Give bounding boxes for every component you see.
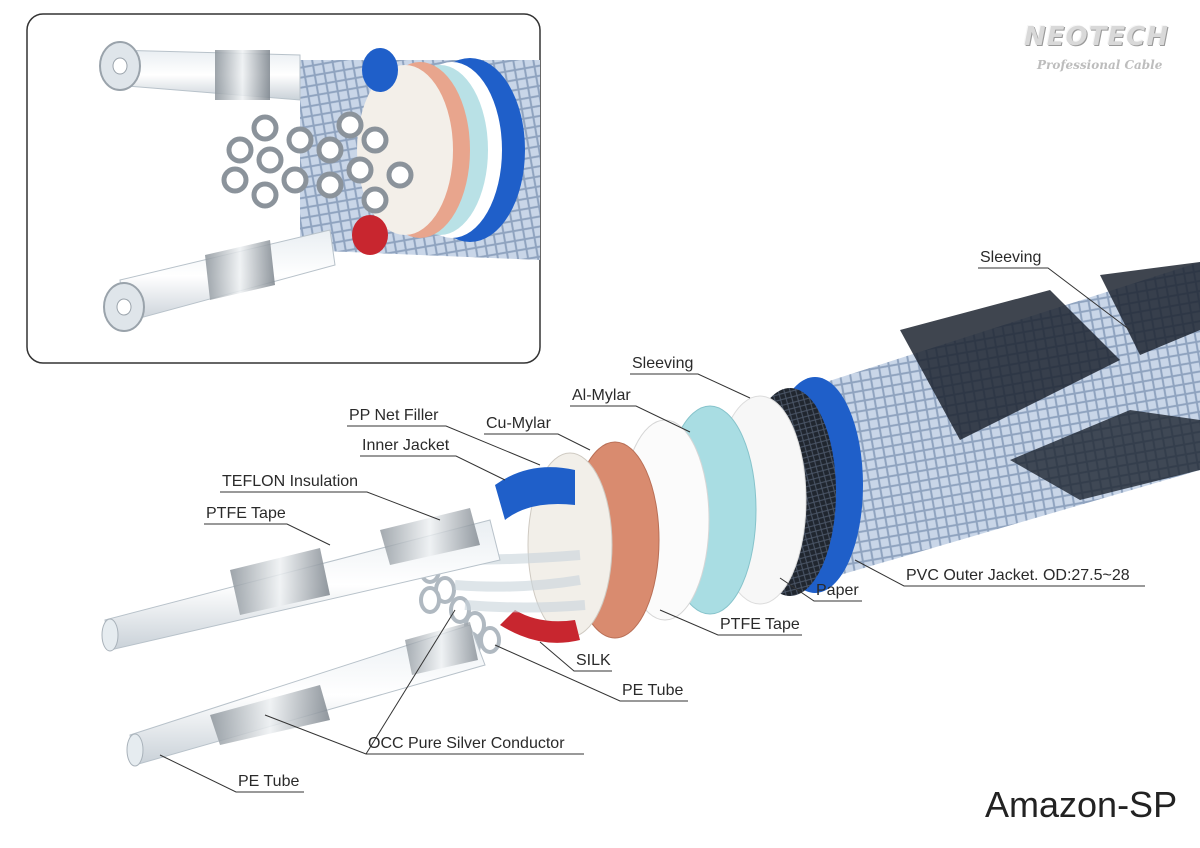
label-al-mylar: Al-Mylar <box>572 387 631 404</box>
callout-cu-mylar: Cu-Mylar <box>484 415 591 451</box>
label-pvc-outer-jacket: PVC Outer Jacket. OD:27.5~28 <box>906 567 1130 584</box>
label-cu-mylar: Cu-Mylar <box>486 415 552 432</box>
silk-red <box>500 610 580 643</box>
label-ptfe-tape-right: PTFE Tape <box>720 616 800 633</box>
callout-al-mylar: Al-Mylar <box>570 387 691 433</box>
label-pp-net-filler: PP Net Filler <box>349 407 439 424</box>
product-name: Amazon-SP <box>985 784 1178 825</box>
label-ptfe-tape-left: PTFE Tape <box>206 505 286 522</box>
label-teflon-insulation: TEFLON Insulation <box>222 473 358 490</box>
inset-top-conductor <box>99 41 301 101</box>
callout-ptfe-tape-right: PTFE Tape <box>659 609 802 636</box>
brand-tagline: Professional Cable <box>1037 58 1163 72</box>
label-occ-conductor: OCC Pure Silver Conductor <box>368 735 565 752</box>
callout-ptfe-tape-left: PTFE Tape <box>204 505 331 546</box>
callout-silk: SILK <box>539 641 612 672</box>
label-sleeving-inner: Sleeving <box>632 355 693 372</box>
main-cable <box>101 262 1200 767</box>
inset-panel <box>26 13 541 364</box>
label-pe-tube-bottom: PE Tube <box>238 773 299 790</box>
callout-teflon-insulation: TEFLON Insulation <box>220 473 441 521</box>
callout-sleeving-inner: Sleeving <box>630 355 751 399</box>
inset-bottom-conductor <box>103 229 336 332</box>
callout-sleeving-outer: Sleeving <box>978 249 1131 331</box>
callout-pe-tube-mid: PE Tube <box>494 644 688 702</box>
callout-pp-net-filler: PP Net Filler <box>347 407 541 466</box>
label-silk: SILK <box>576 652 611 669</box>
callout-pvc-outer-jacket: PVC Outer Jacket. OD:27.5~28 <box>854 559 1145 587</box>
label-paper: Paper <box>816 582 859 599</box>
callout-paper: Paper <box>779 577 862 602</box>
label-pe-tube-mid: PE Tube <box>622 682 683 699</box>
label-sleeving-outer: Sleeving <box>980 249 1041 266</box>
inner-jacket-blue <box>495 467 575 520</box>
label-inner-jacket: Inner Jacket <box>362 437 450 454</box>
callout-inner-jacket: Inner Jacket <box>360 437 506 481</box>
lower-conductor <box>126 622 486 767</box>
callout-pe-tube-bottom: PE Tube <box>159 754 304 793</box>
brand-logo: NEOTECH <box>1024 22 1169 52</box>
callout-occ-conductor: OCC Pure Silver Conductor <box>264 609 584 755</box>
upper-conductor <box>101 508 501 652</box>
